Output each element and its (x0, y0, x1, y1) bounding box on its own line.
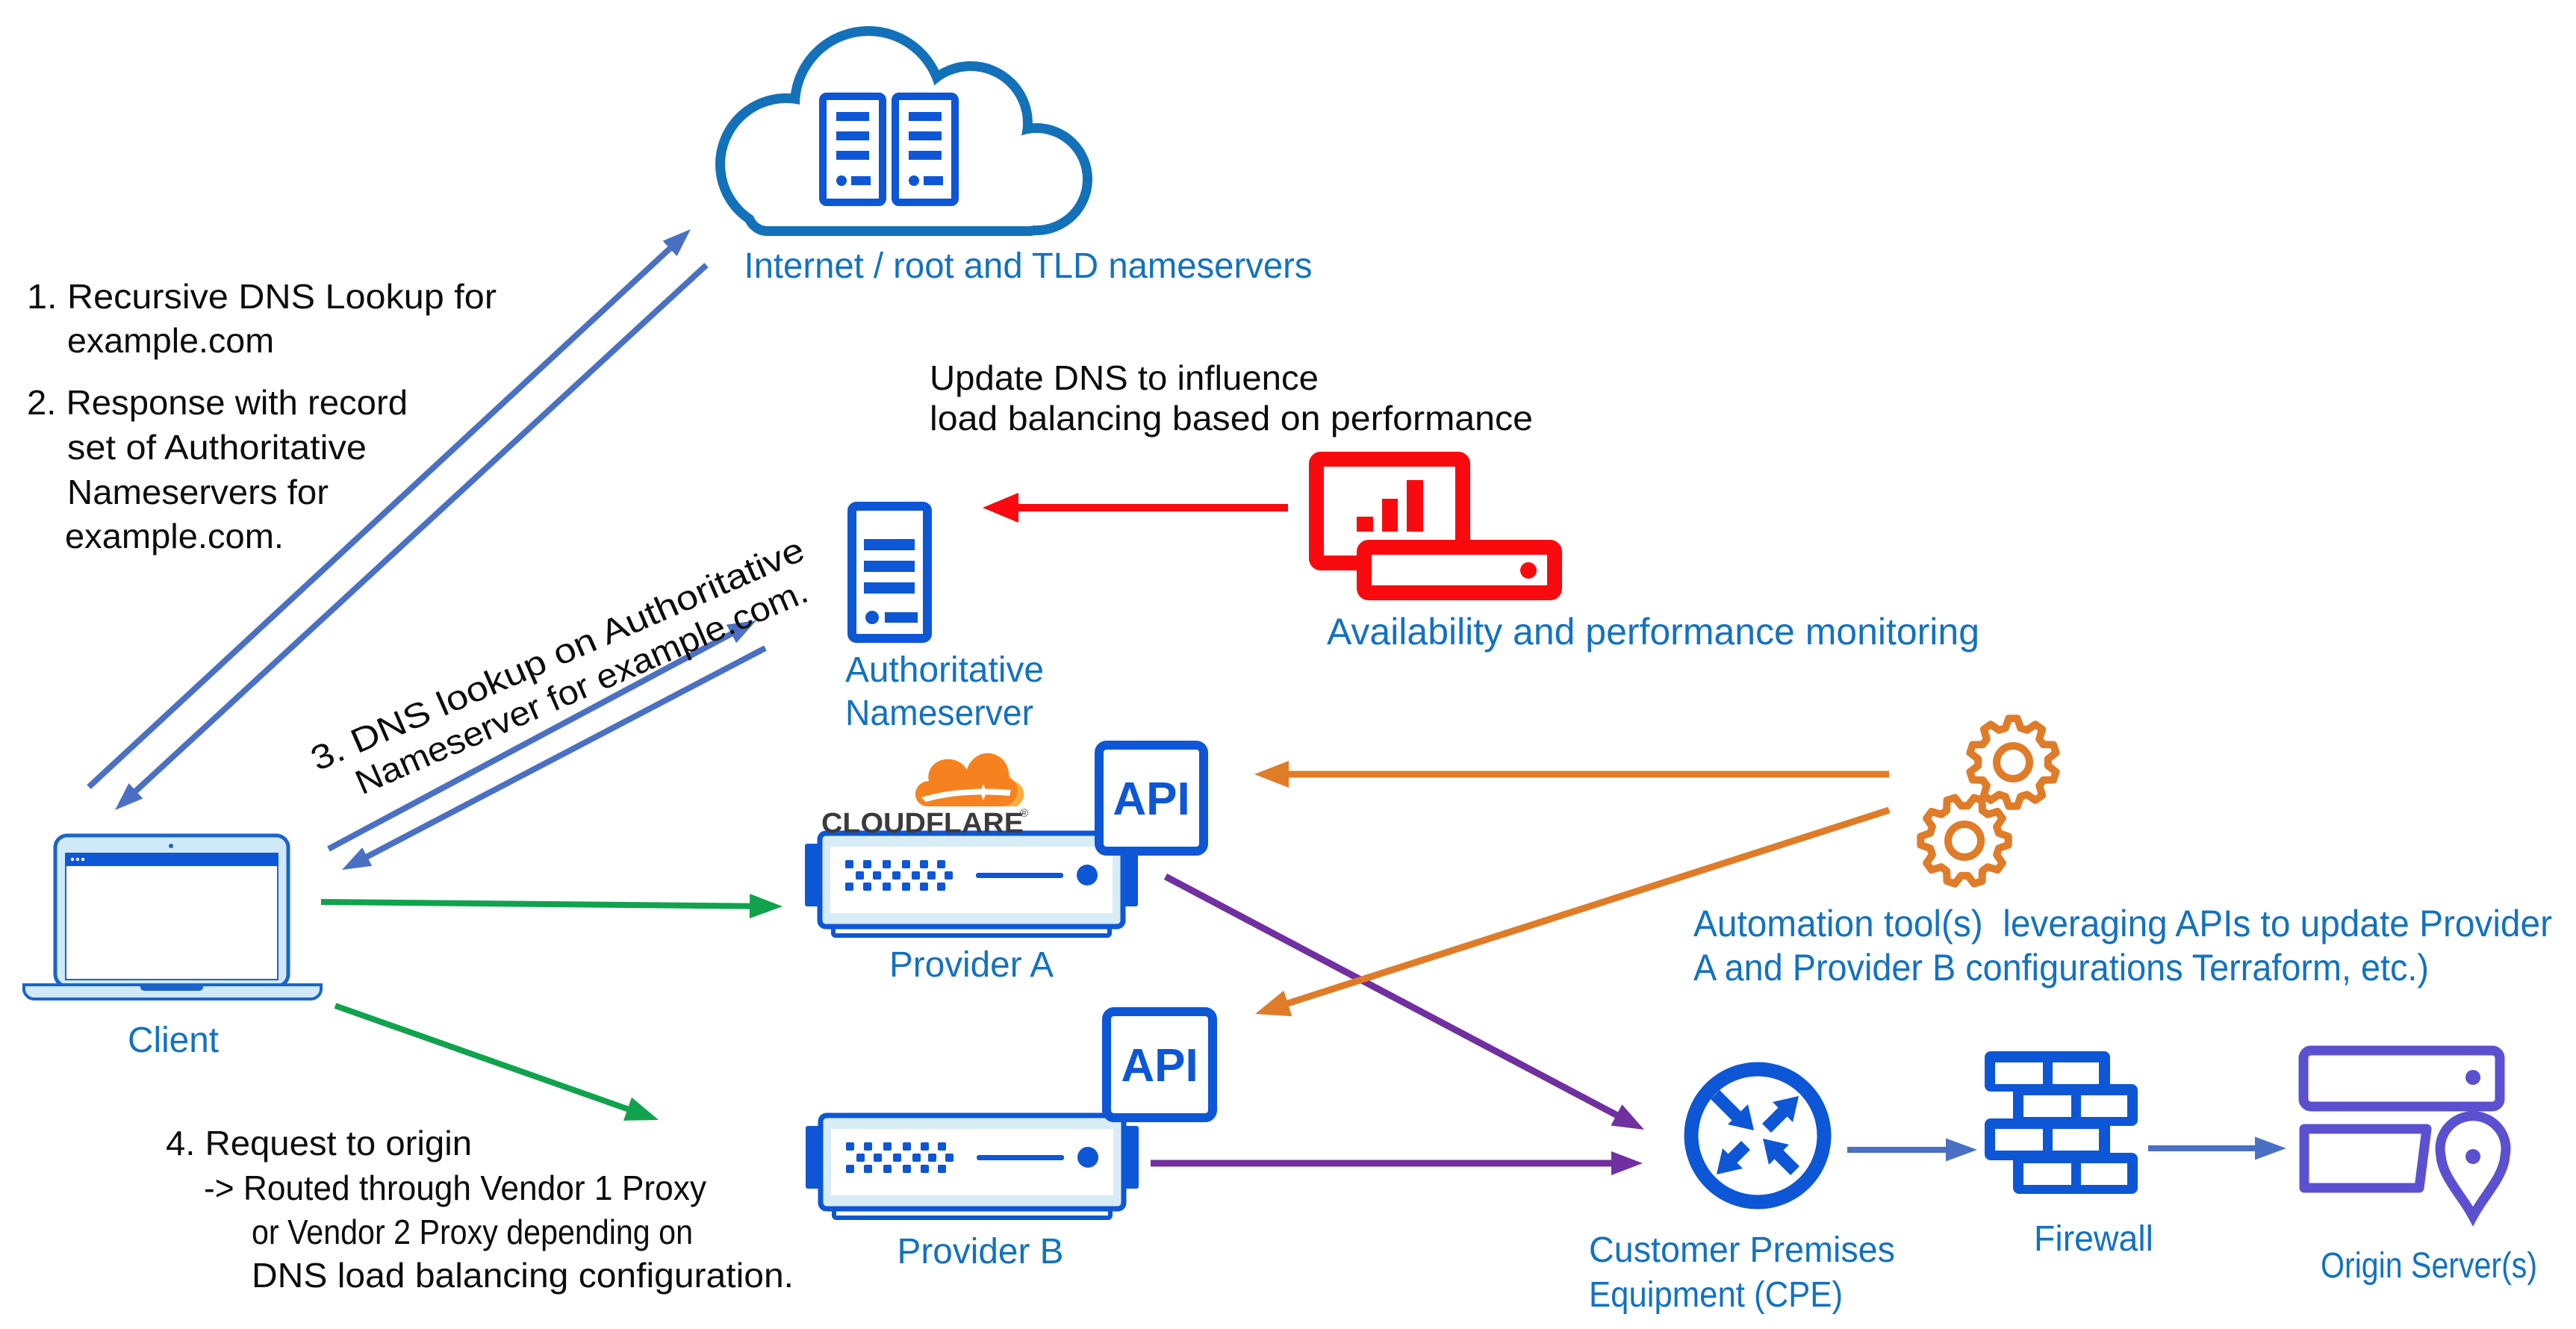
svg-text:CLOUDFLARE: CLOUDFLARE (821, 808, 1024, 839)
svg-text:Authoritative: Authoritative (845, 650, 1044, 690)
svg-text:load balancing based on perfor: load balancing based on performance (930, 399, 1533, 438)
svg-text:API: API (1113, 774, 1189, 825)
svg-text:DNS load balancing configurati: DNS load balancing configuration. (252, 1256, 794, 1295)
svg-text:Provider A: Provider A (889, 945, 1054, 985)
svg-text:set of Authoritative: set of Authoritative (67, 428, 367, 467)
svg-text:Availability and performance m: Availability and performance monitoring (1327, 611, 1979, 653)
svg-text:or Vendor 2 Proxy depending on: or Vendor 2 Proxy depending on (252, 1213, 693, 1251)
svg-text:-> Routed through Vendor 1 Pro: -> Routed through Vendor 1 Proxy (204, 1168, 706, 1207)
svg-text:Nameservers for: Nameservers for (67, 473, 329, 511)
svg-text:Firewall: Firewall (2034, 1219, 2153, 1259)
svg-text:Equipment (CPE): Equipment (CPE) (1589, 1275, 1843, 1315)
svg-text:4. Request to origin: 4. Request to origin (166, 1124, 472, 1163)
svg-text:Nameserver: Nameserver (845, 694, 1033, 733)
svg-text:Provider B: Provider B (897, 1232, 1064, 1272)
svg-text:A and Provider B configuration: A and Provider B configurations Terrafor… (1693, 947, 2429, 989)
svg-text:®: ® (1020, 807, 1028, 820)
svg-text:Internet / root and TLD namese: Internet / root and TLD nameservers (744, 246, 1313, 286)
svg-text:Client: Client (128, 1021, 219, 1060)
svg-text:example.com: example.com (67, 321, 274, 360)
svg-text:Origin Server(s): Origin Server(s) (2321, 1246, 2537, 1286)
svg-text:Automation tool(s) leveraging: Automation tool(s) leveraging APIs to up… (1693, 903, 2552, 944)
svg-text:API: API (1121, 1040, 1198, 1092)
svg-text:1. Recursive DNS Lookup for: 1. Recursive DNS Lookup for (27, 277, 497, 316)
svg-text:Update DNS to influence: Update DNS to influence (930, 358, 1319, 397)
svg-text:example.com.: example.com. (65, 517, 284, 555)
svg-text:Customer Premises: Customer Premises (1589, 1230, 1895, 1270)
svg-text:2. Response with record: 2. Response with record (27, 383, 408, 422)
